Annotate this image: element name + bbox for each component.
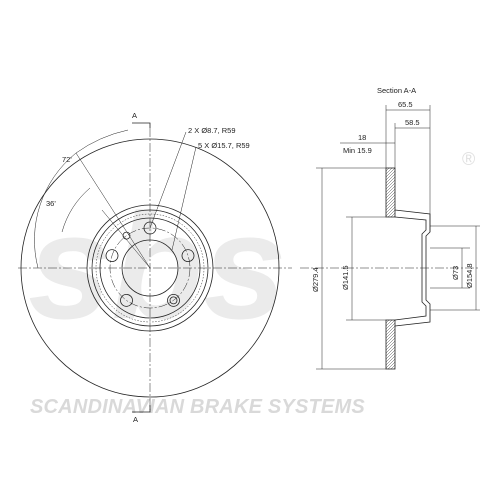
center-bore <box>121 239 179 297</box>
hatch-line <box>387 361 396 370</box>
hatch-line <box>385 191 396 202</box>
hatch-line <box>385 358 396 369</box>
angle-line-72 <box>75 152 151 269</box>
angle-line-36 <box>101 209 151 269</box>
front-view: A A 72' 36' 2 X Ø8.7, R59 5 X Ø15.7, R59 <box>18 111 292 424</box>
hat-ring-3 <box>99 217 201 319</box>
hatch-line <box>385 167 396 178</box>
hatch-line <box>393 215 396 218</box>
hatch-line <box>385 194 396 205</box>
hatch-line <box>385 343 396 354</box>
hatch-line <box>385 334 396 345</box>
dim-min-thickness: Min 15.9 <box>343 146 372 155</box>
hatch-line <box>385 322 396 333</box>
hatch-line <box>385 319 390 324</box>
dim-outer-diameter: Ø279.4 <box>311 267 320 292</box>
hatch-line <box>385 167 393 175</box>
hat-ring-dotted <box>95 213 205 323</box>
hole-spec-large: 5 X Ø15.7, R59 <box>198 141 250 150</box>
friction-ring-top <box>385 167 396 218</box>
bolt-hole <box>105 249 119 263</box>
registered-mark: ® <box>462 149 475 169</box>
dim-overall-height: 65.5 <box>398 100 413 109</box>
small-hole <box>169 296 178 305</box>
section-hatching <box>385 167 396 370</box>
hatch-line <box>385 325 396 336</box>
hatch-line <box>393 367 396 370</box>
angle-arc-outer <box>34 152 77 269</box>
hat-outer-ring <box>86 204 214 332</box>
hatch-line <box>385 319 396 330</box>
section-marker-bottom-label: A <box>133 415 138 424</box>
angle-arc-top <box>75 129 129 154</box>
section-marker-bottom <box>132 405 151 413</box>
hatch-line <box>385 179 396 190</box>
hatch-line <box>385 176 396 187</box>
hatch-line <box>385 167 390 172</box>
hatch-line <box>385 203 396 214</box>
hat-ring-2 <box>91 209 209 327</box>
hatch-line <box>390 212 396 218</box>
disc-outer-edge <box>20 138 280 398</box>
sbs-logo-watermark: sbs <box>28 182 286 350</box>
hatch-line <box>387 209 396 218</box>
hatch-line <box>385 319 393 327</box>
angle-label-72: 72' <box>62 155 72 164</box>
hatch-line <box>385 188 396 199</box>
angle-arc-inner <box>61 187 91 233</box>
hatch-line <box>385 355 396 366</box>
friction-ring-bottom <box>385 319 396 370</box>
leader-small-holes <box>149 131 187 229</box>
hatch-line <box>385 340 396 351</box>
hatch-line <box>385 170 396 181</box>
hatch-line <box>385 173 396 184</box>
bolt-hole <box>167 293 180 307</box>
hatch-line <box>385 197 396 208</box>
hatch-line <box>385 346 396 357</box>
watermark: sbs ® SCANDINAVIAN BRAKE SYSTEMS <box>28 149 475 418</box>
company-name-watermark: SCANDINAVIAN BRAKE SYSTEMS <box>30 396 365 418</box>
angle-label-36: 36' <box>46 199 56 208</box>
hatch-line <box>390 364 396 370</box>
bolt-hole <box>143 221 157 235</box>
dim-hat-diameter: Ø141.5 <box>341 265 350 290</box>
section-view: Section A-A 65.5 58.5 18 Min 15.9 Ø279.4 <box>300 86 480 370</box>
hole-spec-small: 2 X Ø8.7, R59 <box>188 126 236 135</box>
dim-thickness: 18 <box>358 133 366 142</box>
bolt-hole <box>120 293 133 307</box>
bolt-holes <box>105 221 195 307</box>
hatch-line <box>385 337 396 348</box>
hatch-line <box>385 349 396 360</box>
hatch-line <box>385 200 396 211</box>
dim-center-bore: Ø73 <box>451 266 460 280</box>
hatch-line <box>385 182 396 193</box>
hat-inner-outline <box>394 216 427 321</box>
hatch-line <box>385 352 396 363</box>
dim-bolt-circle: Ø154.8 <box>465 263 474 288</box>
hatch-line <box>385 185 396 196</box>
hatch-line <box>385 331 396 342</box>
section-title: Section A-A <box>377 86 416 95</box>
hatch-line <box>385 328 396 339</box>
section-marker-top <box>132 122 151 128</box>
dim-hat-height: 58.5 <box>405 118 420 127</box>
hatch-line <box>385 206 396 217</box>
leader-bolt-holes <box>171 146 197 251</box>
section-marker-top-label: A <box>132 111 137 120</box>
bolt-hole <box>181 249 195 263</box>
